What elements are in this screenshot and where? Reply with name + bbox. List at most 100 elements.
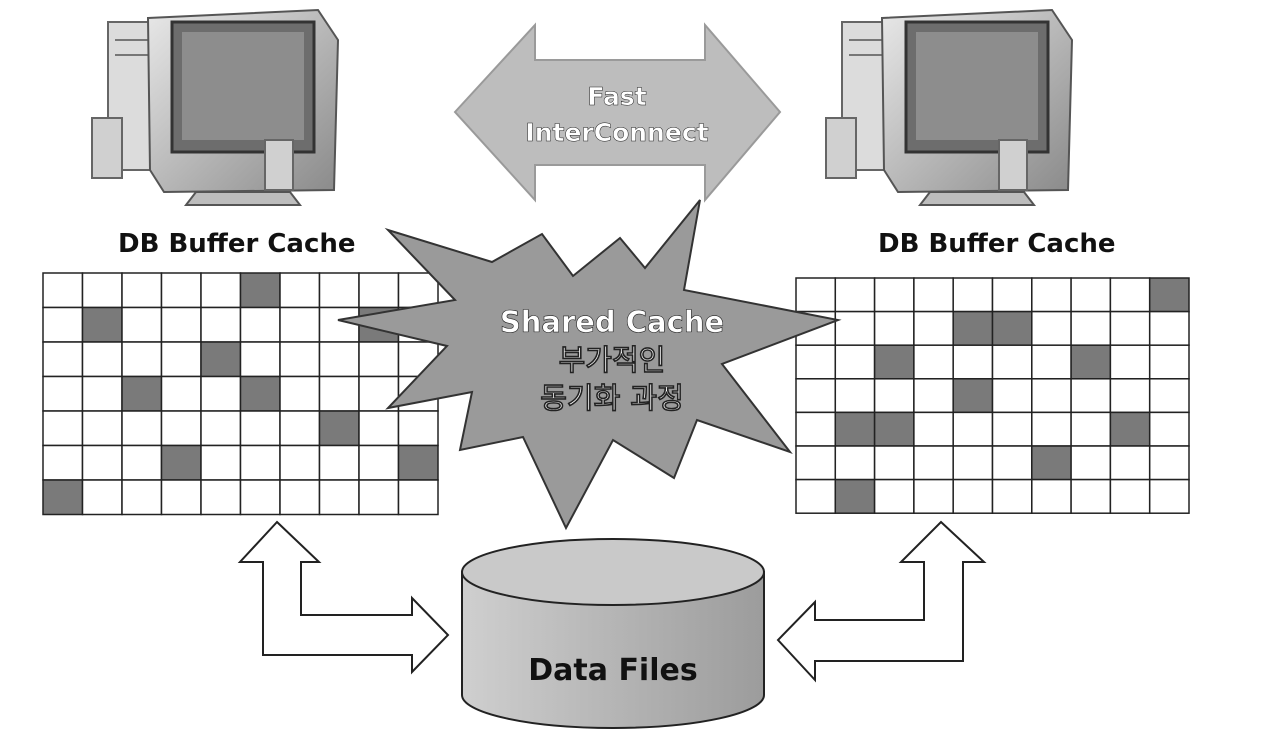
cache-block-empty [1148,344,1190,380]
cache-block-empty [81,272,123,309]
cache-block-empty [121,410,163,447]
cache-block-empty [318,341,360,378]
cache-block-empty [1109,344,1151,380]
cache-block-empty [913,411,954,447]
cache-block-used [397,444,439,481]
cache-block-empty [200,410,242,447]
cache-block-empty [42,341,84,378]
cache-block-empty [121,341,163,378]
shared-cache-title: Shared Cache [500,305,724,339]
right-data-arrow [776,520,987,683]
cache-block-empty [81,341,123,378]
cache-block-empty [913,277,954,313]
cache-block-empty [1109,445,1151,481]
cache-block-used [1109,411,1151,447]
cache-block-empty [1109,310,1151,346]
cache-block-empty [952,445,994,481]
data-files-cylinder-icon: Data Files [461,538,765,729]
data-files-label: Data Files [528,653,697,688]
cache-block-empty [397,272,439,309]
cache-block-empty [834,378,876,414]
cache-block-empty [42,375,84,412]
cache-block-empty [318,272,360,309]
cache-block-empty [279,375,321,412]
cache-block-empty [42,272,84,309]
cache-block-empty [200,306,242,343]
cache-block-empty [834,310,876,346]
cache-block-used [239,375,281,412]
interconnect-line-1: Fast [587,82,646,111]
cache-block-empty [913,310,954,346]
cache-block-used [121,375,163,412]
cache-block-empty [1031,478,1072,514]
cache-block-empty [1031,310,1072,346]
cache-block-empty [873,310,915,346]
cache-block-empty [397,410,439,447]
cache-block-empty [795,344,837,380]
cache-block-empty [358,272,400,309]
cache-block-empty [1031,344,1072,380]
shared-cache-line-3: 동기화 과정 [540,381,684,415]
cache-block-empty [318,444,360,481]
cache-block-empty [358,410,400,447]
cache-block-empty [200,444,242,481]
cache-block-empty [795,478,837,514]
cache-block-empty [279,306,321,343]
cache-block-empty [834,277,876,313]
cache-block-empty [873,478,915,514]
cache-block-empty [318,375,360,412]
cache-block-empty [239,306,281,343]
cache-block-empty [397,479,439,516]
cache-block-empty [318,306,360,343]
cache-block-empty [991,445,1033,481]
cache-block-empty [952,344,994,380]
cache-block-used [834,411,876,447]
cache-block-empty [200,375,242,412]
cache-block-empty [1070,378,1112,414]
cache-block-empty [160,306,202,343]
cache-block-empty [1031,277,1072,313]
cache-block-empty [239,410,281,447]
cache-block-empty [318,479,360,516]
shared-cache-line-2: 부가적인 [559,343,666,377]
cache-block-empty [358,341,400,378]
cache-block-empty [81,444,123,481]
cache-block-empty [991,478,1033,514]
cache-block-empty [952,277,994,313]
cache-block-empty [239,341,281,378]
cache-block-empty [279,410,321,447]
cache-block-empty [1109,378,1151,414]
cache-block-empty [991,277,1033,313]
cache-block-empty [952,411,994,447]
cache-block-empty [991,344,1033,380]
cache-block-empty [873,445,915,481]
cache-block-empty [358,479,400,516]
cache-block-empty [42,306,84,343]
cache-block-empty [913,478,954,514]
cache-block-empty [279,444,321,481]
cache-block-empty [200,479,242,516]
cache-block-empty [1070,411,1112,447]
cache-block-empty [1070,478,1112,514]
cache-block-empty [160,479,202,516]
cache-block-empty [1148,378,1190,414]
right-cache-label: DB Buffer Cache [878,229,1116,259]
cache-block-empty [1148,411,1190,447]
cache-block-empty [1070,445,1112,481]
cache-block-used [873,344,915,380]
cache-block-empty [279,479,321,516]
cache-block-empty [1148,478,1190,514]
cache-block-empty [1070,310,1112,346]
cache-block-empty [160,375,202,412]
cache-block-empty [239,444,281,481]
cache-block-empty [121,479,163,516]
cache-block-empty [358,444,400,481]
cache-block-used [834,478,876,514]
cache-block-empty [834,344,876,380]
left-data-arrow [237,520,450,675]
cache-block-empty [795,378,837,414]
cache-block-used [239,272,281,309]
cache-block-empty [834,445,876,481]
cache-block-empty [239,479,281,516]
